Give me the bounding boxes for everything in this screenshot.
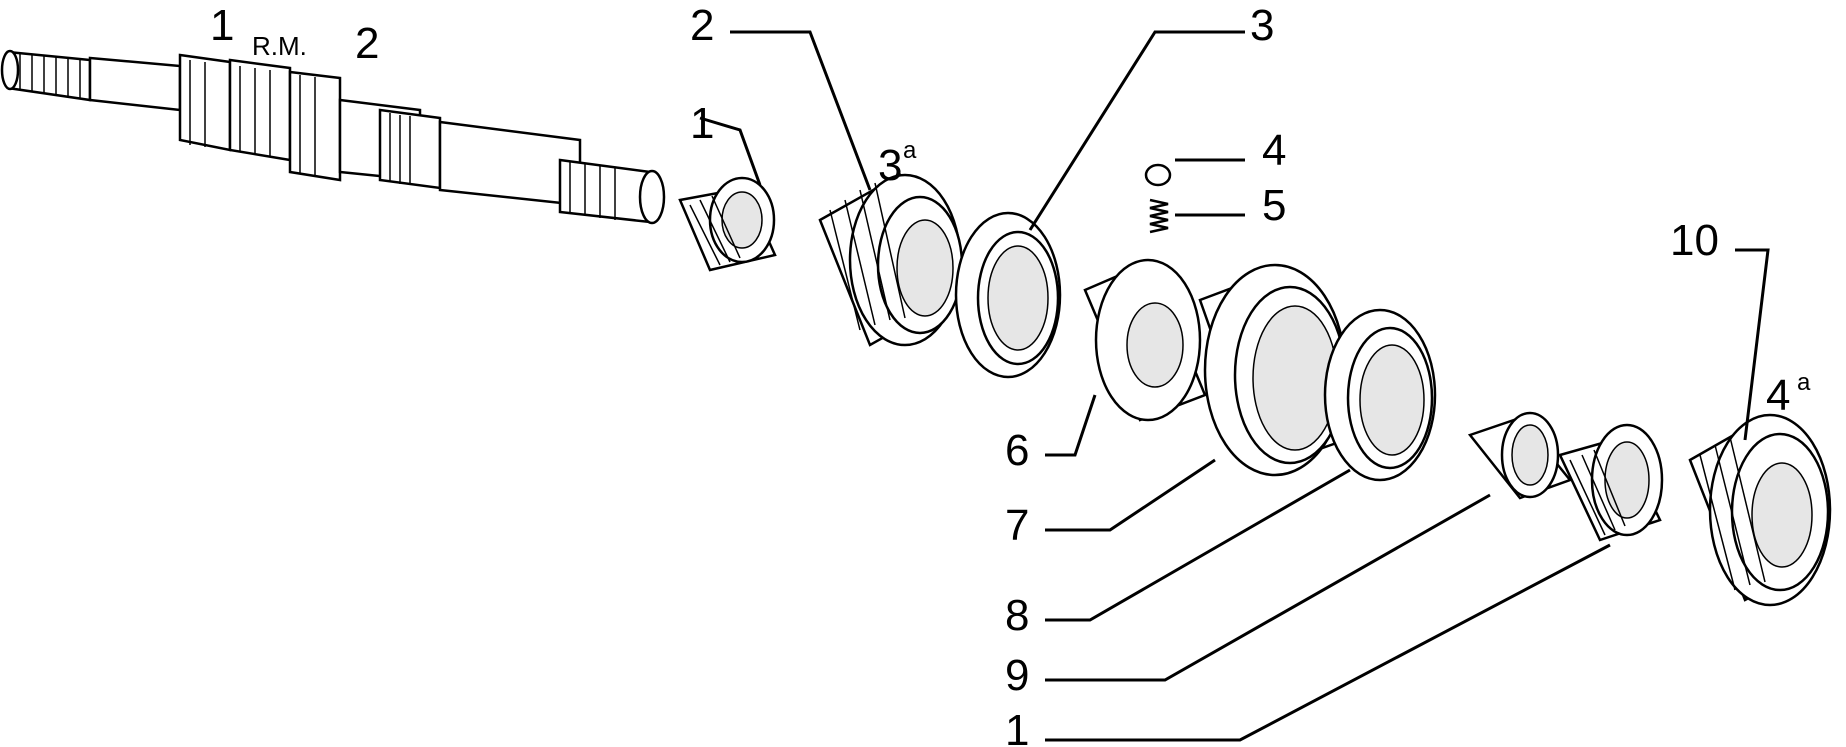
label-bearing-1-bottom: 1 [1005, 706, 1029, 747]
detent-ball [1144, 163, 1172, 187]
label-gear-2-top: 2 [690, 1, 714, 50]
label-bearing-1-top: 1 [690, 99, 714, 148]
bushing [1467, 411, 1573, 500]
label-rm: R.M. [252, 31, 307, 61]
callout-labels: 1 R.M. 2 1 2 3 a 3 4 5 6 7 8 9 1 10 4 a [210, 1, 1811, 747]
needle-bearing-bottom [1558, 423, 1664, 542]
label-sync-ring-3: 3 [1250, 1, 1274, 50]
label-gear-3a: 3 [878, 141, 902, 190]
label-gear-4a: 4 [1766, 371, 1790, 420]
synchro-ring-8 [1323, 308, 1437, 482]
label-spring-5: 5 [1262, 181, 1286, 230]
label-ring-8: 8 [1005, 591, 1029, 640]
synchro-hub [1083, 258, 1207, 422]
label-hub-6: 6 [1005, 426, 1029, 475]
label-gear-3a-sup: a [903, 137, 917, 164]
gear-4a [1688, 413, 1832, 607]
label-shaft-gear-2: 2 [355, 19, 379, 68]
label-gear-4a-sup: a [1797, 369, 1811, 396]
label-sleeve-7: 7 [1005, 501, 1029, 550]
label-gear-10: 10 [1670, 216, 1719, 265]
synchro-ring-3 [954, 211, 1062, 379]
leader-lines [699, 30, 1770, 742]
label-detent-4: 4 [1262, 126, 1286, 175]
label-shaft-gear-1: 1 [210, 1, 234, 50]
needle-bearing-top [678, 176, 777, 272]
main-shaft [0, 49, 666, 225]
detent-spring [1149, 198, 1169, 234]
shift-sleeve [1198, 263, 1347, 477]
gear-3a [818, 173, 964, 347]
label-bushing-9: 9 [1005, 651, 1029, 700]
